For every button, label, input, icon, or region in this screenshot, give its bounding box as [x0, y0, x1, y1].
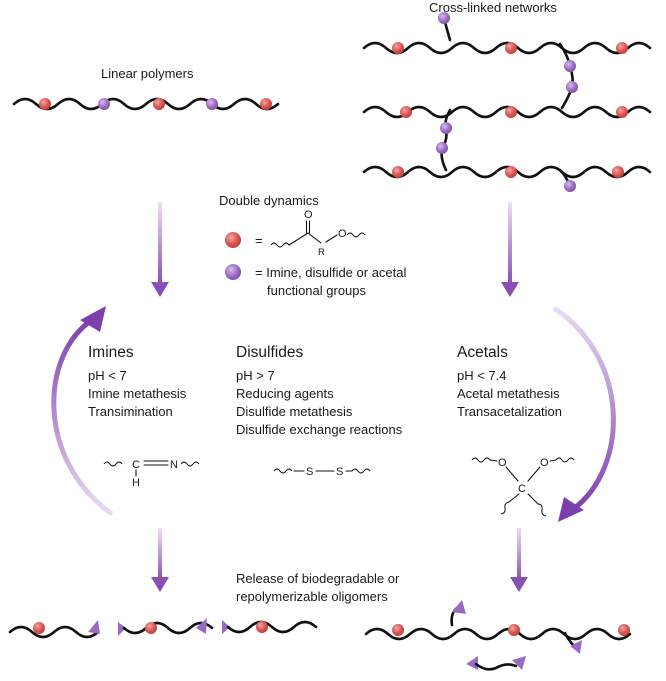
disulfide-s1: S	[306, 466, 313, 478]
linear-polymers-label: Linear polymers	[101, 66, 194, 81]
ester-group-dot	[39, 98, 51, 110]
functional-group-dot	[440, 122, 452, 134]
ester-group-dot	[612, 166, 624, 178]
legend-title: Double dynamics	[219, 193, 319, 208]
ester-group-dot	[618, 624, 630, 636]
cleaved-end-cap	[222, 620, 230, 634]
imine-structure: C N H	[103, 459, 200, 489]
ester-group-dot	[33, 622, 45, 634]
functional-group-legend-line1: = Imine, disulfide or acetal	[255, 265, 406, 280]
imine-nitrogen: N	[170, 459, 178, 471]
cleaved-end-cap	[88, 620, 100, 634]
imines-line: Transimination	[88, 404, 173, 419]
cleaved-end-cap	[512, 656, 526, 670]
imines-line: pH < 7	[88, 368, 127, 383]
legend: Double dynamics = O R O = Imine, disulfi…	[219, 193, 406, 298]
down-arrow-right-bottom	[510, 528, 528, 592]
functional-group-dot	[206, 98, 218, 110]
ester-group-dot	[260, 98, 272, 110]
imine-hydrogen: H	[132, 477, 140, 489]
functional-group-dot	[98, 98, 110, 110]
linear-polymer-chain	[12, 97, 280, 111]
down-arrow-right-top	[501, 202, 519, 297]
disulfides-title: Disulfides	[236, 344, 303, 361]
disulfides-line: Reducing agents	[236, 386, 334, 401]
cross-linked-network	[362, 12, 652, 192]
functional-group-dot	[225, 264, 241, 280]
ester-equals: =	[255, 233, 263, 248]
network-fragments	[364, 600, 632, 671]
ester-group-dot	[256, 621, 268, 633]
disulfides-line: pH > 7	[236, 368, 275, 383]
release-label-line1: Release of biodegradable or	[236, 571, 400, 586]
disulfide-structure: S S	[273, 466, 371, 478]
ester-group-dot	[400, 106, 412, 118]
functional-group-dot	[566, 81, 578, 93]
ester-carbonyl-o: O	[304, 209, 313, 221]
imines-line: Imine metathesis	[88, 386, 187, 401]
disulfide-s2: S	[336, 466, 343, 478]
acetals-line: Acetal metathesis	[457, 386, 560, 401]
cleaved-end-cap	[466, 656, 478, 670]
functional-group-dot	[438, 12, 450, 24]
ester-group-dot	[153, 98, 165, 110]
acetal-o2: O	[540, 457, 549, 469]
down-arrow-left-top	[151, 202, 169, 297]
cleaved-end-cap	[196, 618, 207, 634]
release-label-line2: repolymerizable oligomers	[236, 589, 388, 604]
linear-oligomers	[8, 618, 318, 639]
cross-linked-networks-label: Cross-linked networks	[429, 0, 557, 15]
ester-group-dot	[392, 624, 404, 636]
cleaved-end-cap	[570, 640, 582, 654]
ester-group-dot	[392, 166, 404, 178]
functional-group-dot	[564, 180, 576, 192]
imines-section: Imines pH < 7 Imine metathesis Transimin…	[88, 344, 200, 489]
acetals-section: Acetals pH < 7.4 Acetal metathesis Trans…	[457, 344, 575, 517]
acetal-carbon: C	[518, 483, 526, 495]
ester-group-dot	[505, 42, 517, 54]
ester-group-dot	[505, 106, 517, 118]
ester-ether-o: O	[338, 228, 347, 240]
ester-r-group: R	[318, 247, 325, 258]
disulfides-section: Disulfides pH > 7 Reducing agents Disulf…	[236, 344, 403, 478]
imine-carbon: C	[132, 459, 140, 471]
ester-group-dot	[505, 166, 517, 178]
imines-title: Imines	[88, 344, 134, 361]
ester-group-dot	[508, 624, 520, 636]
disulfides-line: Disulfide metathesis	[236, 404, 353, 419]
cycle-arrow-left	[51, 306, 114, 517]
disulfides-line: Disulfide exchange reactions	[236, 422, 403, 437]
ester-group-dot	[616, 106, 628, 118]
ester-group-dot	[392, 42, 404, 54]
cycle-arrow-right	[552, 305, 616, 522]
acetals-title: Acetals	[457, 344, 508, 361]
ester-structure: O R O	[270, 209, 366, 258]
down-arrow-left-bottom	[151, 528, 169, 592]
functional-group-legend-line2: functional groups	[267, 283, 367, 298]
functional-group-dot	[564, 60, 576, 72]
functional-group-dot	[436, 142, 448, 154]
acetal-o1: O	[498, 457, 507, 469]
ester-group-dot	[145, 622, 157, 634]
cleaved-end-cap	[452, 600, 466, 614]
acetals-line: Transacetalization	[457, 404, 562, 419]
cleaved-end-cap	[118, 622, 126, 636]
ester-group-dot	[225, 232, 241, 248]
ester-group-dot	[616, 42, 628, 54]
acetals-line: pH < 7.4	[457, 368, 507, 383]
acetal-structure: O C O	[471, 457, 575, 517]
